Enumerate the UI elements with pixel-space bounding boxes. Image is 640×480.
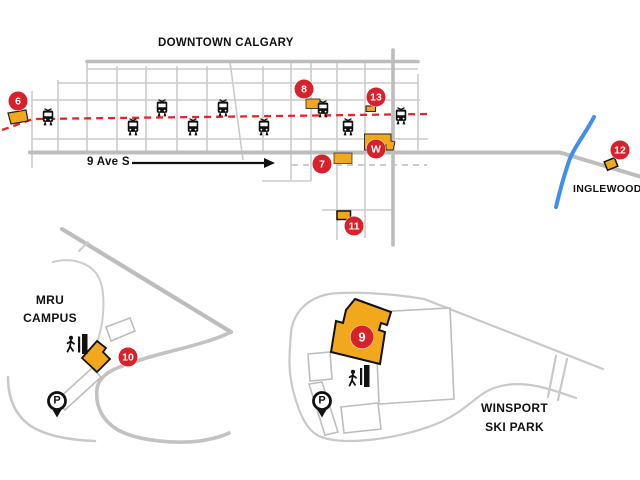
train-icon	[42, 108, 54, 126]
building-stop-7	[333, 152, 353, 164]
train-icon	[342, 118, 354, 136]
marker-12[interactable]: 12	[610, 140, 630, 160]
building-stop-10	[80, 339, 112, 374]
winsport-roads	[288, 291, 605, 443]
mru-building	[104, 316, 137, 343]
train-icon	[258, 118, 270, 136]
pedestrian-icon	[348, 369, 357, 387]
mru-campus-label-line1: MRU	[35, 293, 65, 307]
downtown-major-roads	[28, 48, 640, 247]
mru-roads	[6, 226, 234, 444]
train-icon	[187, 118, 199, 136]
winsport-parking-pin[interactable]	[312, 391, 332, 418]
river	[554, 115, 596, 209]
marker-6[interactable]: 6	[8, 91, 28, 111]
mru-entrance	[66, 334, 88, 354]
building-stop-12	[603, 156, 619, 172]
nine-ave-s-label: 9 Ave S	[87, 156, 130, 168]
marker-w[interactable]: W	[366, 139, 386, 159]
winsport-buildings-outline	[307, 307, 455, 436]
mru-campus-label-line2: CAMPUS	[23, 311, 77, 325]
train-icon	[395, 107, 407, 125]
train-icon	[127, 118, 139, 136]
inglewood-label: INGLEWOOD	[573, 183, 640, 195]
winsport-building	[340, 402, 382, 434]
winsport-label-line1: WINSPORT	[480, 401, 549, 415]
building-stop-13	[365, 105, 377, 113]
ctrain-line	[1, 112, 429, 132]
marker-9[interactable]: 9	[350, 325, 374, 349]
street-direction-arrow	[132, 158, 275, 168]
marker-13[interactable]: 13	[366, 87, 386, 107]
train-icon	[156, 99, 168, 117]
parking-label-mru: P	[53, 394, 61, 407]
train-icon	[217, 99, 229, 117]
winsport-entrance	[348, 365, 370, 387]
building-stop-11	[336, 210, 352, 221]
winsport-building	[374, 307, 455, 405]
marker-8[interactable]: 8	[294, 79, 314, 99]
building-stop-6	[7, 109, 29, 125]
winsport-building	[307, 351, 333, 382]
winsport-ski-park-label: WINSPORT SKI PARK	[452, 399, 577, 437]
mru-parking-pin[interactable]	[47, 391, 67, 418]
marker-11[interactable]: 11	[344, 216, 364, 236]
pedestrian-icon	[66, 335, 75, 353]
parking-label-winsport: P	[318, 394, 326, 407]
winsport-label-line2: SKI PARK	[485, 420, 544, 434]
marker-10[interactable]: 10	[118, 347, 138, 367]
mru-campus-label: MRU CAMPUS	[5, 291, 95, 327]
marker-7[interactable]: 7	[312, 154, 332, 174]
downtown-calgary-label: DOWNTOWN CALGARY	[158, 37, 294, 49]
